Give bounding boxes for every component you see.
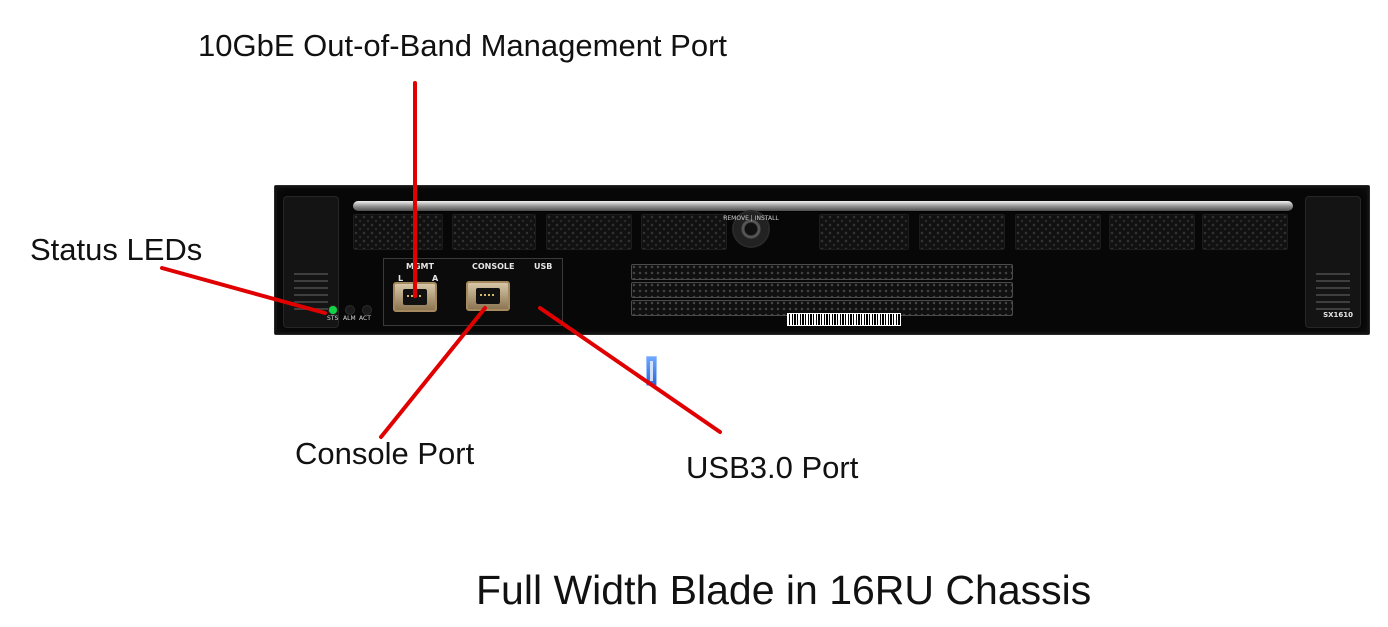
mgmt-left-label: L [398, 274, 404, 283]
mgmt-right-label: A [432, 274, 439, 283]
front-vent [452, 214, 536, 250]
front-vent [546, 214, 632, 250]
right-ear [1305, 196, 1361, 328]
front-vent [1202, 214, 1288, 250]
left-ear-vents [294, 273, 328, 315]
front-vent [641, 214, 727, 250]
captive-screw-knob[interactable] [734, 212, 768, 246]
callout-console-port: Console Port [295, 436, 475, 471]
port-panel: L MGMT A CONSOLE USB [383, 258, 657, 386]
led-label-alm: ALM [343, 315, 356, 322]
right-ear-vents [1316, 273, 1350, 315]
front-vent [919, 214, 1005, 250]
drive-vent-row-2 [631, 282, 1013, 298]
console-port[interactable] [466, 281, 510, 311]
mgmt-port-jack [403, 289, 427, 305]
front-vent [353, 214, 443, 250]
handle-bar [353, 201, 1293, 211]
model-tag: SX1610 [1323, 311, 1353, 319]
front-vent [1109, 214, 1195, 250]
mgmt-port[interactable] [393, 282, 437, 312]
drive-vent-row-1 [631, 264, 1013, 280]
usb-label: USB [534, 262, 553, 271]
front-vent [819, 214, 909, 250]
status-led-alm [346, 306, 354, 314]
callout-status-leds: Status LEDs [30, 232, 203, 267]
front-vent [1015, 214, 1101, 250]
callout-usb-port: USB3.0 Port [686, 450, 859, 485]
mgmt-label: MGMT [406, 262, 434, 271]
console-label: CONSOLE [472, 262, 515, 271]
led-label-sts: STS [327, 315, 339, 322]
diagram-caption: Full Width Blade in 16RU Chassis [476, 567, 1092, 613]
console-port-jack [476, 288, 500, 304]
usb-port[interactable] [646, 356, 657, 386]
led-label-act: ACT [359, 315, 371, 322]
callout-oob-management-port: 10GbE Out-of-Band Management Port [198, 28, 728, 63]
status-led-sts [329, 306, 337, 314]
status-led-act [363, 306, 371, 314]
blade-front-panel: REMOVE | INSTALL L MGMT A CONSOLE USB ST… [274, 185, 1370, 386]
barcode-label [787, 313, 901, 326]
